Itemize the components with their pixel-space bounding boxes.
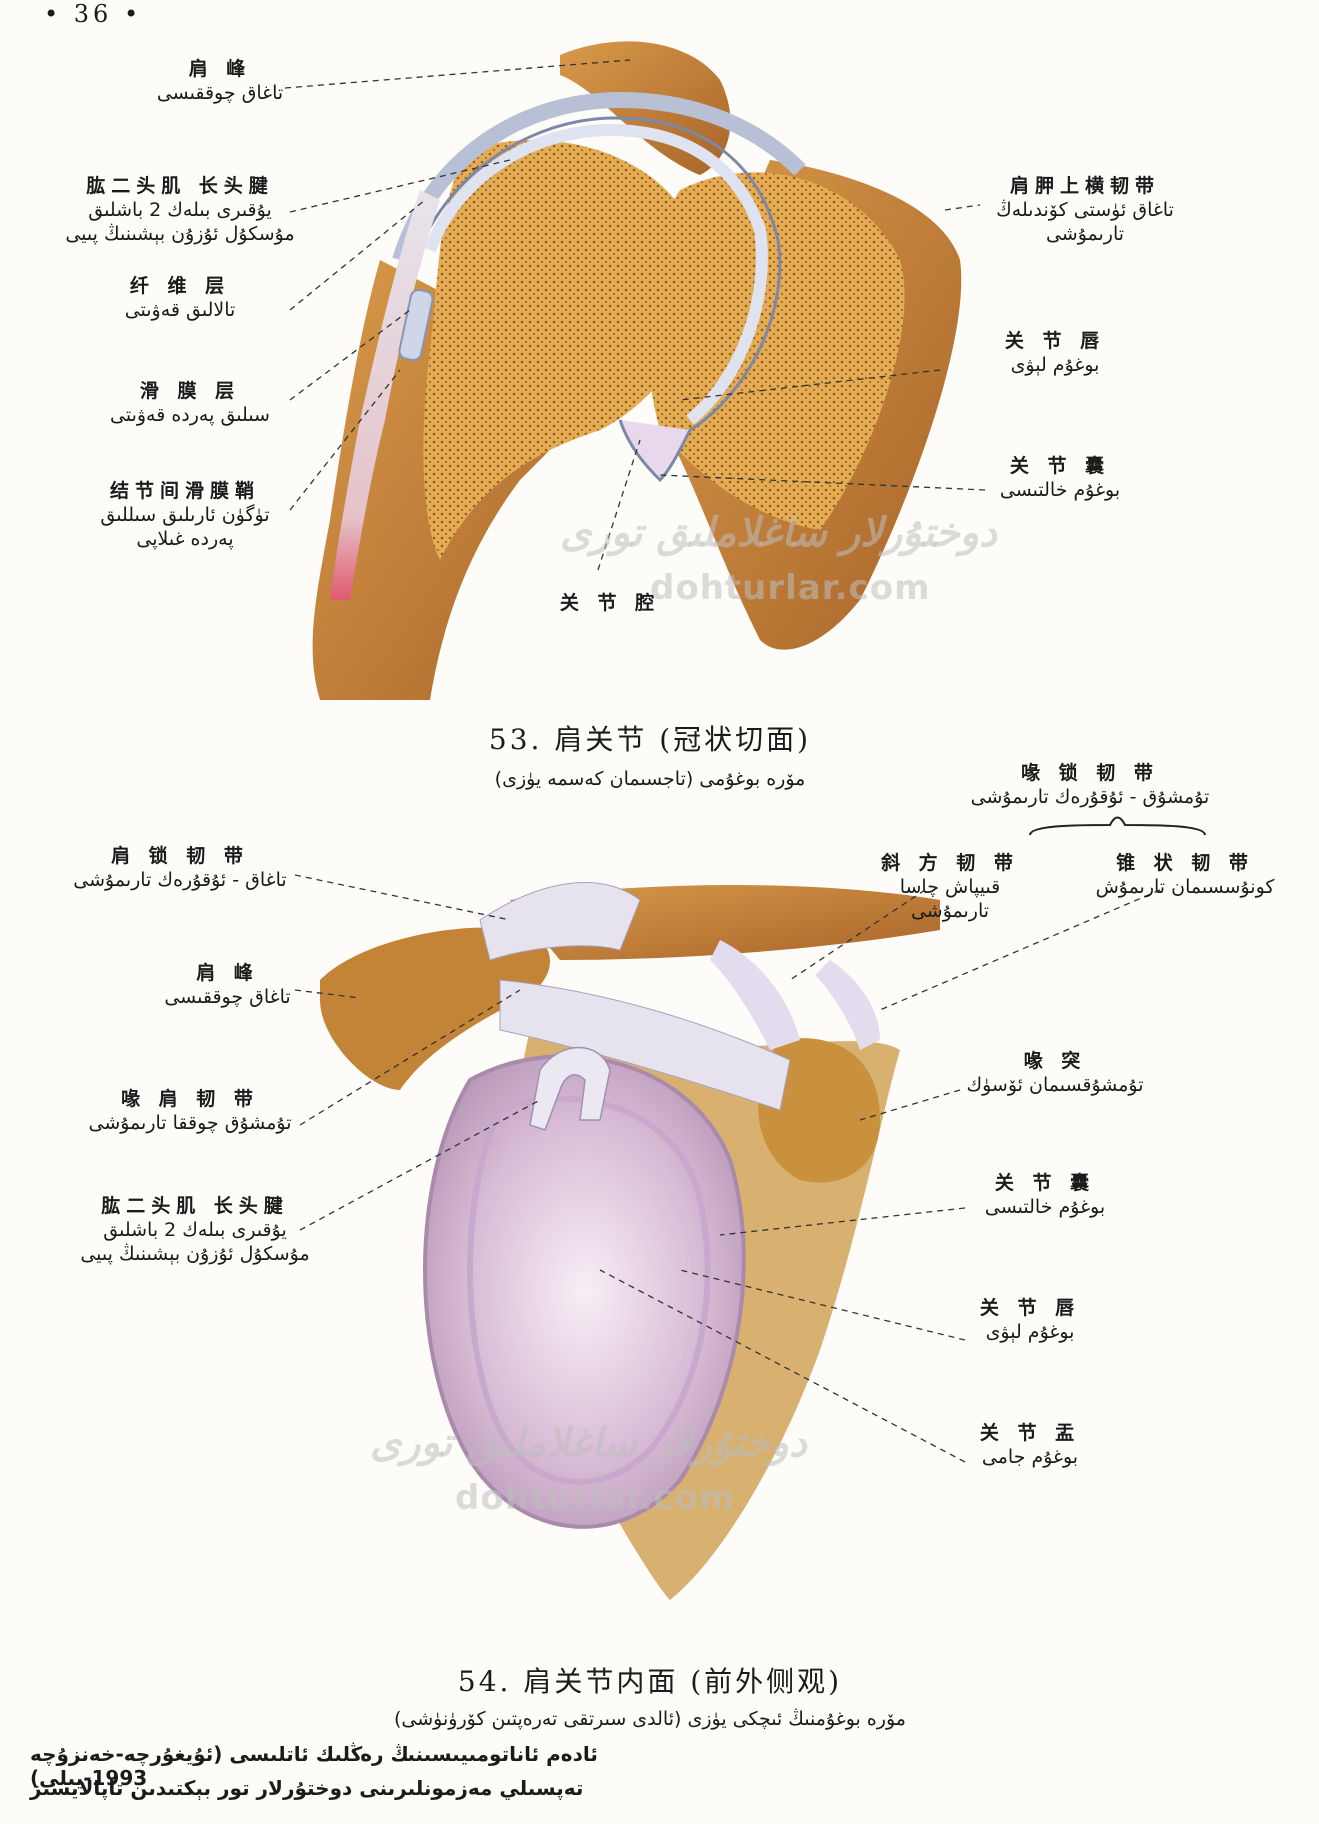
leader-lines-54 <box>294 874 1161 1463</box>
label-glenoid-cavity: 关 节 盂 بوغۇم جامى <box>979 1422 1081 1468</box>
ac-ligament <box>479 882 641 961</box>
label-trapezoid-ligament: 斜 方 韧 带 قىيپاش چاسا تارىمۇشى <box>881 852 1019 922</box>
label-conoid-ligament: 锥 状 韧 带 كونۇسسىمان تارىمۇش <box>1095 852 1275 898</box>
watermark-en-1: dohturlar.com <box>650 568 931 608</box>
acromion-54 <box>320 927 550 1090</box>
labrum-ring <box>467 1095 711 1485</box>
cc-bracket <box>1029 816 1206 836</box>
footer-line-2: تەپسىلي مەزمونلىرىنى دوختۇرلار تور بېكتى… <box>30 1776 584 1800</box>
label-biceps-54: 肱二头肌 长头腱 يۇقىرى بىلەك 2 باشلىق مۇسكۇل ئۇ… <box>80 1195 310 1265</box>
label-biceps-53: 肱二头肌 长头腱 يۇقىرى بىلەك 2 باشلىق مۇسكۇل ئۇ… <box>65 175 295 245</box>
glenoid-spongy-53 <box>646 172 905 530</box>
leader-lines-53 <box>284 59 986 571</box>
synovial-arc <box>413 116 782 432</box>
coracoid-54 <box>758 1038 880 1183</box>
label-capsule-53: 关 节 囊 بوغۇم خالتىسى <box>999 455 1121 501</box>
page-number: • 36 • <box>44 0 143 28</box>
label-acromion-54: 肩 峰 تاغاق چوققىسى <box>164 962 291 1008</box>
label-coracoacromial-ligament: 喙 肩 韧 带 تۇمشۇق چوققا تارىمۇشى <box>88 1088 292 1134</box>
label-coracoclavicular-ligament: 喙 锁 韧 带 تۇمشۇق - ئۇقۇرەك تارىمۇشى <box>970 762 1210 808</box>
watermark-ug-2: دوختۇرلار ساغلاملىق تورى <box>370 1420 807 1466</box>
label-fibrous-layer: 纤 维 层 تالالىق قەۋىتى <box>124 275 236 321</box>
label-intertubercular-sheath: 结节间滑膜鞘 تۈگۈن ئارىلىق سىللىق پەردە غىلاپى <box>100 480 270 550</box>
footer-line-1: ئادەم ئاناتومىيىسىنىڭ رەڭلىك ئاتلىسى (ئۇ… <box>30 1742 598 1790</box>
label-acromioclavicular-ligament: 肩 锁 韧 带 تاغاق - ئۇقۇرەك تارىمۇشى <box>73 845 287 891</box>
watermark-en-2: dohturlar.com <box>455 1478 736 1518</box>
label-joint-cavity: 关 节 腔 <box>559 592 661 614</box>
biceps-tendon-54 <box>529 1046 611 1131</box>
figure-53-caption: 53. 肩关节 (冠状切面) مۆرە بوغۇمى (تاجسىمان كەس… <box>488 723 812 790</box>
label-capsule-54: 关 节 囊 بوغۇم خالتىسى <box>984 1172 1106 1218</box>
cartilage-arc <box>424 123 768 425</box>
label-synovial-layer: 滑 膜 层 سىلىق پەردە قەۋىتى <box>110 380 270 426</box>
glenoid-capsule <box>423 1054 746 1529</box>
conoid-ligament <box>815 960 880 1050</box>
watermark-ug-1: دوختۇرلار ساغلاملىق تورى <box>560 510 997 556</box>
label-labrum-54: 关 节 唇 بوغۇم لېۋى <box>979 1297 1081 1343</box>
figure-54-caption: 54. 肩关节内面 (前外侧观) مۆرە بوغۇمنىڭ ئىچكى يۈز… <box>394 1665 906 1730</box>
capsule-arc-outer <box>392 91 806 263</box>
label-acromion-53: 肩 峰 تاغاق چوققىسى <box>156 58 284 104</box>
sheath-tube <box>398 288 434 362</box>
humeral-head-spongy <box>423 140 702 561</box>
joint-cavity-notch <box>618 419 692 483</box>
label-labrum-53: 关 节 唇 بوغۇم لېۋى <box>1004 330 1106 376</box>
label-coracoid-process: 喙 突 تۇمشۇقسىمان ئۆسۈك <box>966 1050 1144 1096</box>
trapezoid-ligament <box>710 940 800 1050</box>
label-transverse-ligament: 肩胛上横韧带 تاغاق ئۈستى كۆندىلەڭ تارىمۇشى <box>996 175 1174 245</box>
